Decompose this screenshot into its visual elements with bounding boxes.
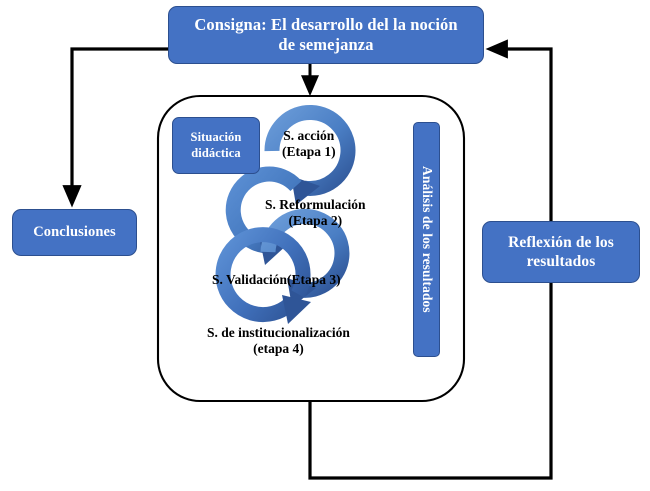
stage-label-etapa3: S. Validación(Etapa 3) <box>212 272 341 288</box>
stage-label-etapa2: S. Reformulación (Etapa 2) <box>265 197 366 229</box>
reflexion-line-2: resultados <box>526 253 596 270</box>
connector-container-to-reflexion <box>308 283 553 480</box>
situacion-line-2: didáctica <box>191 145 241 160</box>
stage-name-etapa2: S. Reformulación <box>265 197 366 212</box>
stage-name-etapa4: S. de institucionalización <box>207 325 350 340</box>
situacion-didactica-label: Situación didáctica <box>191 130 242 161</box>
connector-reflexion-to-consigna <box>485 39 553 221</box>
conclusiones-label: Conclusiones <box>33 223 116 240</box>
stage-label-etapa4: S. de institucionalización (etapa 4) <box>207 325 350 357</box>
consigna-box[interactable]: Consigna: El desarrollo del la noción de… <box>168 6 484 64</box>
connector-consigna-to-conclusiones <box>62 47 168 208</box>
stage-name-etapa3: S. Validación(Etapa 3) <box>212 272 341 287</box>
reflexion-box[interactable]: Reflexión de los resultados <box>482 221 640 283</box>
situacion-didactica-box[interactable]: Situación didáctica <box>172 117 260 174</box>
consigna-label: Consigna: El desarrollo del la noción de… <box>194 15 457 56</box>
analisis-resultados-label: Análisis de los resultados <box>419 166 435 313</box>
analisis-resultados-box[interactable]: Análisis de los resultados <box>413 122 440 357</box>
stage-label-etapa1: S. acción (Etapa 1) <box>282 128 336 160</box>
stage-number-etapa1: (Etapa 1) <box>282 144 336 160</box>
consigna-line-2: de semejanza <box>278 35 374 54</box>
cycle-arrow-etapa4 <box>215 227 311 324</box>
reflexion-line-1: Reflexión de los <box>508 233 614 251</box>
stage-number-etapa4: (etapa 4) <box>253 341 304 357</box>
consigna-line-1: Consigna: El desarrollo del la noción <box>194 14 458 34</box>
stage-name-etapa1: S. acción <box>283 128 335 143</box>
reflexion-label: Reflexión de los resultados <box>508 233 614 271</box>
stage-number-etapa2: (Etapa 2) <box>288 213 343 229</box>
situacion-line-1: Situación <box>190 130 242 144</box>
conclusiones-box[interactable]: Conclusiones <box>12 209 137 256</box>
